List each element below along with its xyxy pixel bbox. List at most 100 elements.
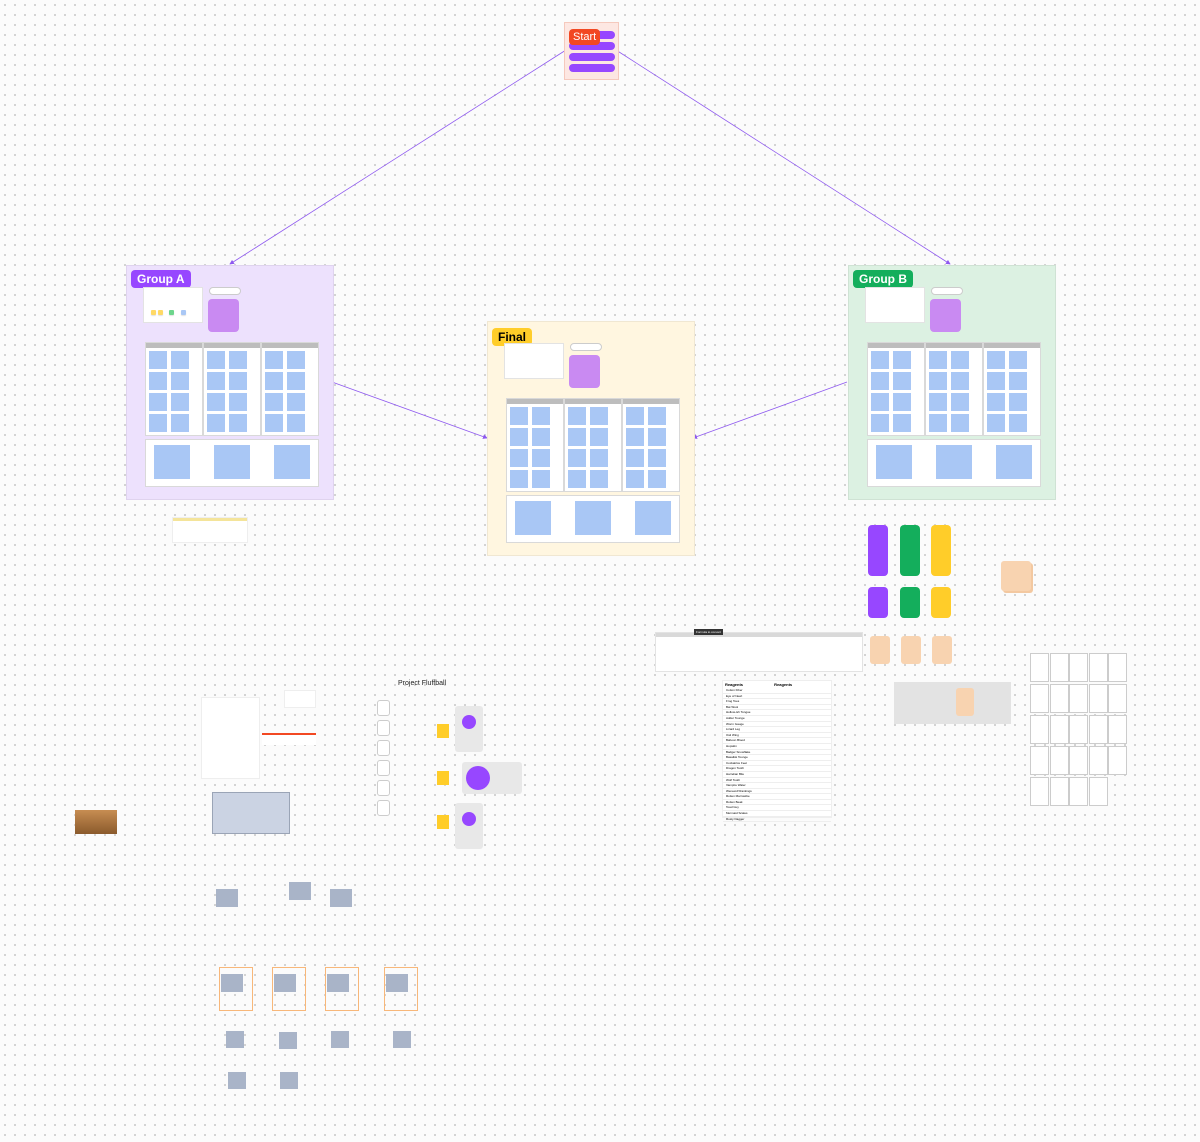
mini-card[interactable]: [1069, 715, 1088, 744]
mini-card[interactable]: [1049, 715, 1069, 744]
sticky-note[interactable]: [154, 445, 190, 479]
start-frame[interactable]: Start: [564, 22, 619, 80]
sticky-note[interactable]: [265, 372, 283, 390]
sticky-note[interactable]: [149, 393, 167, 411]
sticky-note[interactable]: [893, 372, 911, 390]
sticky-note[interactable]: [510, 449, 528, 467]
step-card[interactable]: [377, 700, 390, 716]
group-b-label[interactable]: Group B: [853, 270, 913, 288]
sticky-note[interactable]: [648, 428, 666, 446]
sticky-note[interactable]: [590, 470, 608, 488]
sticky-note[interactable]: [929, 351, 947, 369]
orange-stack[interactable]: [1001, 561, 1031, 591]
mini-card[interactable]: [1049, 777, 1069, 806]
mini-card[interactable]: [1030, 746, 1049, 775]
sticky-note[interactable]: [515, 501, 551, 535]
group-a-label[interactable]: Group A: [131, 270, 191, 288]
sticky-note[interactable]: [287, 372, 305, 390]
sticky-note[interactable]: [207, 351, 225, 369]
group-a-pill[interactable]: [209, 287, 241, 295]
sticky-note[interactable]: [626, 449, 644, 467]
sticky-note[interactable]: [951, 351, 969, 369]
sticky-note[interactable]: [207, 393, 225, 411]
final-label[interactable]: Final: [492, 328, 533, 346]
sticky-note[interactable]: [626, 470, 644, 488]
mini-card[interactable]: [1108, 653, 1127, 682]
sticky-note[interactable]: [590, 428, 608, 446]
sticky-note[interactable]: [951, 372, 969, 390]
mini-card[interactable]: [1030, 777, 1049, 806]
sticky-note[interactable]: [532, 428, 550, 446]
sticky-note[interactable]: [951, 414, 969, 432]
sticky-note[interactable]: [648, 470, 666, 488]
top-spreadsheet[interactable]: Formula to convert: [655, 629, 863, 672]
desert-card[interactable]: [75, 810, 117, 834]
sticky-note[interactable]: [648, 449, 666, 467]
sticky-note[interactable]: [1009, 414, 1027, 432]
mini-card[interactable]: [1088, 715, 1108, 744]
step-card[interactable]: [377, 720, 390, 736]
color-card[interactable]: [931, 587, 951, 618]
sticky-note[interactable]: [510, 470, 528, 488]
sticky-note[interactable]: [893, 351, 911, 369]
sticky-note[interactable]: [893, 414, 911, 432]
mini-card[interactable]: [1088, 684, 1108, 713]
sticky-note[interactable]: [229, 351, 247, 369]
mini-card[interactable]: [1049, 684, 1069, 713]
sticky-note[interactable]: [568, 407, 586, 425]
sticky-note[interactable]: [987, 351, 1005, 369]
group-b-pill[interactable]: [931, 287, 963, 295]
sticky-note[interactable]: [987, 393, 1005, 411]
sticky-note[interactable]: [996, 445, 1032, 479]
mini-card[interactable]: [1108, 684, 1127, 713]
sticky-note[interactable]: [871, 414, 889, 432]
sticky-note[interactable]: [648, 407, 666, 425]
mini-card[interactable]: [1069, 746, 1088, 775]
sticky-note[interactable]: [265, 351, 283, 369]
sticky-note[interactable]: [287, 414, 305, 432]
mini-card[interactable]: [1088, 777, 1108, 806]
final-notes[interactable]: [569, 355, 600, 388]
circle-button[interactable]: [466, 766, 490, 790]
sticky-note[interactable]: [871, 393, 889, 411]
sticky-note[interactable]: [265, 393, 283, 411]
sticky-note[interactable]: [876, 445, 912, 479]
sticky-note[interactable]: [229, 414, 247, 432]
sticky-note[interactable]: [568, 449, 586, 467]
sticky-note[interactable]: [171, 351, 189, 369]
sticky-note[interactable]: [287, 393, 305, 411]
color-card[interactable]: [868, 587, 888, 618]
circle-button[interactable]: [462, 715, 476, 729]
sticky-note[interactable]: [987, 372, 1005, 390]
sticky-note[interactable]: [171, 372, 189, 390]
toggle-row[interactable]: [569, 64, 615, 72]
sticky-note[interactable]: [626, 407, 644, 425]
mini-card[interactable]: [1069, 653, 1088, 682]
card-frame[interactable]: [325, 967, 359, 1011]
sticky-note[interactable]: [929, 393, 947, 411]
orange-card[interactable]: [901, 636, 921, 664]
sticky-note[interactable]: [149, 414, 167, 432]
sticky-note[interactable]: [1009, 351, 1027, 369]
step-card[interactable]: [377, 760, 390, 776]
sticky-note[interactable]: [929, 372, 947, 390]
group-b-notes[interactable]: [930, 299, 961, 332]
sticky-note[interactable]: [568, 470, 586, 488]
sticky-note[interactable]: [532, 470, 550, 488]
sticky-note[interactable]: [207, 372, 225, 390]
sticky-note[interactable]: [149, 351, 167, 369]
color-card[interactable]: [868, 525, 888, 576]
mini-card[interactable]: [1049, 653, 1069, 682]
card-frame[interactable]: [219, 967, 253, 1011]
sticky-note[interactable]: [936, 445, 972, 479]
mini-card[interactable]: [1030, 684, 1049, 713]
color-card[interactable]: [931, 525, 951, 576]
mini-card[interactable]: [1108, 746, 1127, 775]
toggle-row[interactable]: [569, 53, 615, 61]
color-card[interactable]: [900, 587, 920, 618]
mini-card[interactable]: [1030, 653, 1049, 682]
sticky-note[interactable]: [510, 407, 528, 425]
step-card[interactable]: [377, 800, 390, 816]
mini-card[interactable]: [1069, 684, 1088, 713]
mini-card[interactable]: [1049, 746, 1069, 775]
